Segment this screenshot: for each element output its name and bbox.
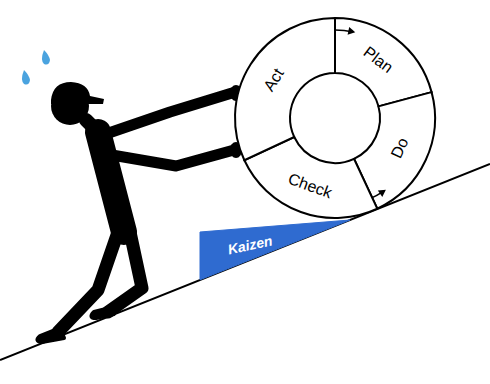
slope-line: [0, 164, 490, 360]
segment-label: Do: [389, 136, 412, 161]
arrow-head: [348, 27, 356, 35]
sweat-drop: [42, 50, 50, 65]
cycle-arrow: [353, 191, 384, 204]
stick-figure: [37, 82, 242, 342]
segment-label: Check: [286, 170, 334, 201]
wedge-label: Kaizen: [226, 233, 273, 256]
segment-outline: [235, 18, 435, 218]
wedge-shape: [200, 220, 350, 280]
sweat-drop: [22, 70, 30, 85]
cycle-segment: Plan: [235, 18, 435, 218]
segment-label: Plan: [361, 44, 396, 76]
kaizen-wedge: Kaizen: [200, 218, 352, 282]
cycle-segment: Check: [235, 18, 435, 218]
cycle-segment: Act: [235, 18, 435, 218]
segment-shape: [335, 18, 432, 106]
segment-shape: [235, 18, 335, 160]
arrow-head: [378, 190, 386, 197]
segment-outline: [235, 18, 435, 218]
cycle-segment: Do: [235, 18, 435, 218]
cycle-arrow: [317, 30, 354, 32]
segment-outline: [235, 18, 435, 218]
segment-shape: [354, 92, 435, 209]
segment-outline: [235, 18, 435, 218]
segment-shape: [244, 137, 377, 218]
segment-label: Act: [261, 66, 287, 94]
wedge-outline: [200, 218, 352, 282]
